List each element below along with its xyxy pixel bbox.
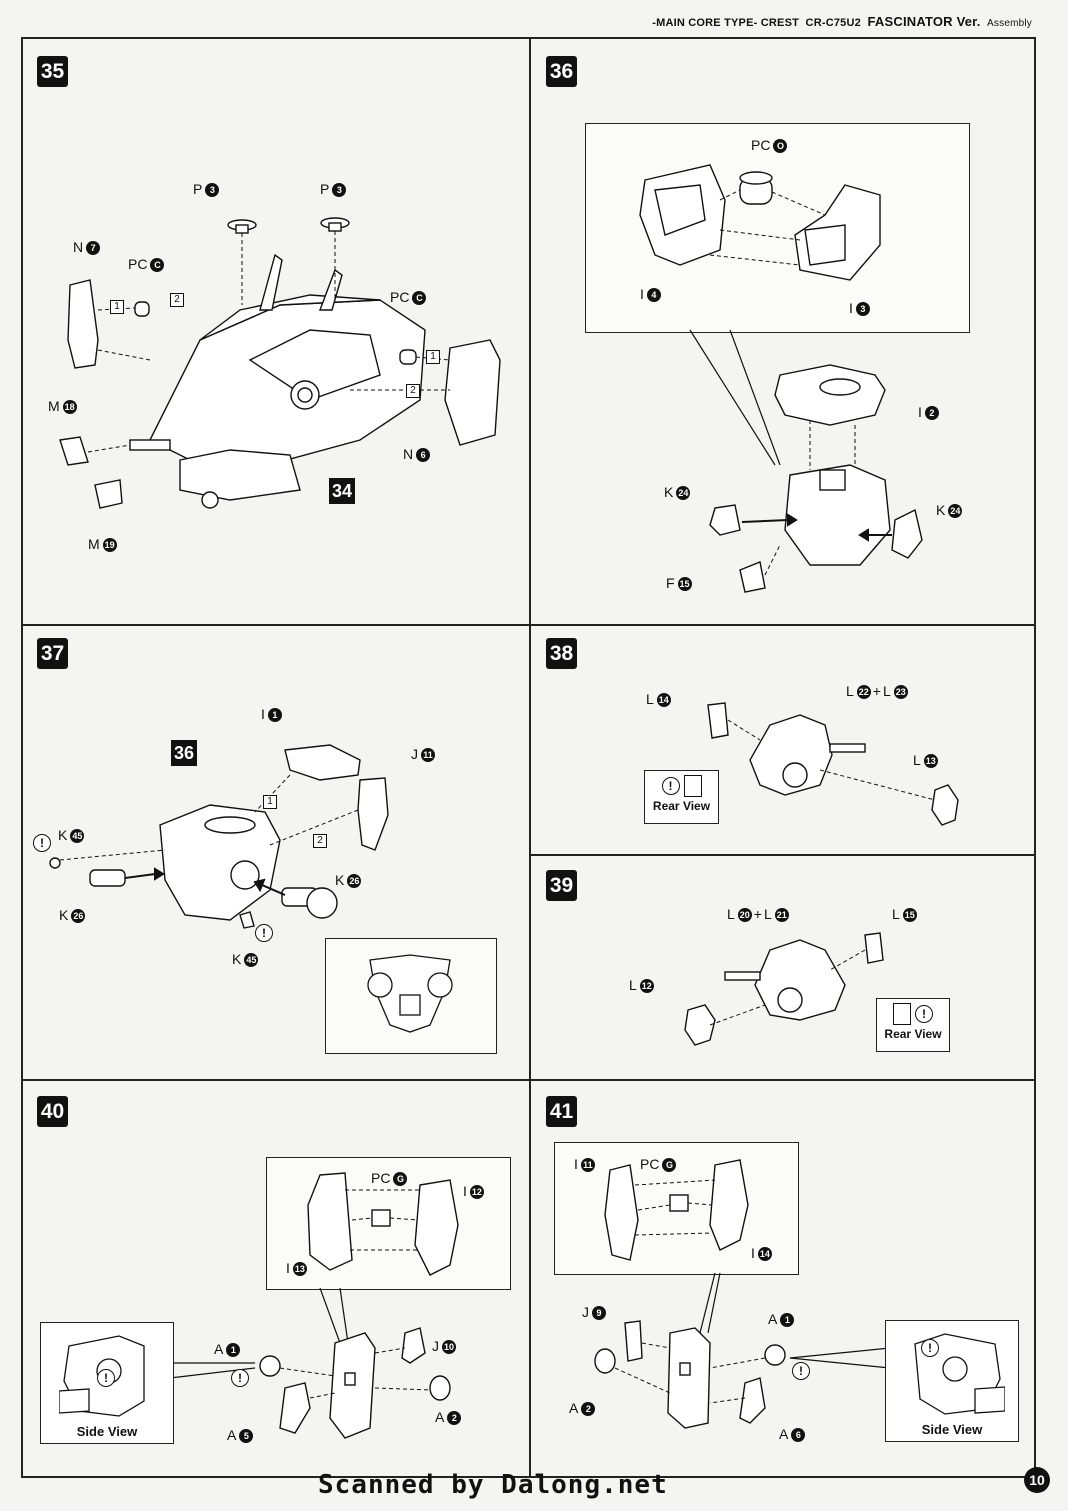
step-36-head-halves <box>639 164 881 281</box>
warning-icon-41: ! <box>792 1362 810 1380</box>
scanner-watermark: Scanned by Dalong.net <box>318 1470 668 1500</box>
order-marker-2: 2 <box>170 293 184 307</box>
row-divider-38-39 <box>529 854 1036 856</box>
step-35-number: 35 <box>37 56 68 87</box>
rear-view-note-39: ! Rear View <box>876 998 950 1052</box>
rear-view-label: Rear View <box>884 1027 942 1041</box>
header-assembly: Assembly <box>987 18 1032 29</box>
page-number: 10 <box>1024 1467 1050 1493</box>
step-39-assembly-drawing <box>684 932 884 1046</box>
header-version: FASCINATOR Ver. <box>867 14 981 29</box>
header-model: CR-C75U2 <box>805 17 861 29</box>
step-35-assembly-drawing <box>59 217 501 509</box>
step-37-front-view-drawing <box>367 954 453 1033</box>
rear-view-part-icon <box>683 775 702 797</box>
row-divider-1 <box>21 624 1036 626</box>
warning-icon-40: ! <box>231 1369 249 1387</box>
step-36-assembly-drawing <box>689 329 923 593</box>
row-divider-2 <box>21 1079 1036 1081</box>
warning-icon: ! <box>921 1339 939 1357</box>
step-38-number: 38 <box>546 638 577 669</box>
side-view-41-inset: ! Side View <box>885 1320 1019 1442</box>
page-header: -MAIN CORE TYPE- CREST CR-C75U2 FASCINAT… <box>652 14 1032 29</box>
warning-icon: ! <box>915 1005 933 1023</box>
order-marker-1: 1 <box>110 300 124 314</box>
warning-icon-37-bottom: ! <box>255 924 273 942</box>
ref-step-36: 36 <box>171 740 197 766</box>
step-40-detail-drawing <box>307 1172 459 1276</box>
step-36-number: 36 <box>546 56 577 87</box>
rear-view-note-38: ! Rear View <box>644 770 719 824</box>
order-marker-37-2: 2 <box>313 834 327 848</box>
warning-icon: ! <box>97 1369 115 1387</box>
order-marker-1-right: 1 <box>426 350 440 364</box>
instruction-frame <box>21 37 1036 1478</box>
order-marker-37-1: 1 <box>263 795 277 809</box>
order-marker-2-right: 2 <box>406 384 420 398</box>
side-view-40-inset: ! Side View <box>40 1322 174 1444</box>
side-view-41-drawing <box>914 1333 1005 1415</box>
step-39-number: 39 <box>546 870 577 901</box>
step-40-number: 40 <box>37 1096 68 1127</box>
step-40-assembly-drawing <box>169 1287 451 1439</box>
step-41-detail-drawing <box>604 1159 749 1261</box>
step-41-assembly-drawing <box>594 1272 891 1429</box>
side-view-label: Side View <box>76 1424 138 1439</box>
rear-view-part-icon <box>893 1003 911 1025</box>
step-38-assembly-drawing <box>707 702 959 826</box>
column-divider <box>529 37 531 1478</box>
side-view-label: Side View <box>921 1422 983 1437</box>
warning-icon: ! <box>661 777 680 795</box>
step-41-number: 41 <box>546 1096 577 1127</box>
step-37-assembly-drawing <box>49 744 389 929</box>
header-series: -MAIN CORE TYPE- CREST <box>652 17 800 29</box>
ref-step-34: 34 <box>329 478 355 504</box>
warning-icon-37-left: ! <box>33 834 51 852</box>
rear-view-label: Rear View <box>652 799 711 813</box>
step-37-number: 37 <box>37 638 68 669</box>
